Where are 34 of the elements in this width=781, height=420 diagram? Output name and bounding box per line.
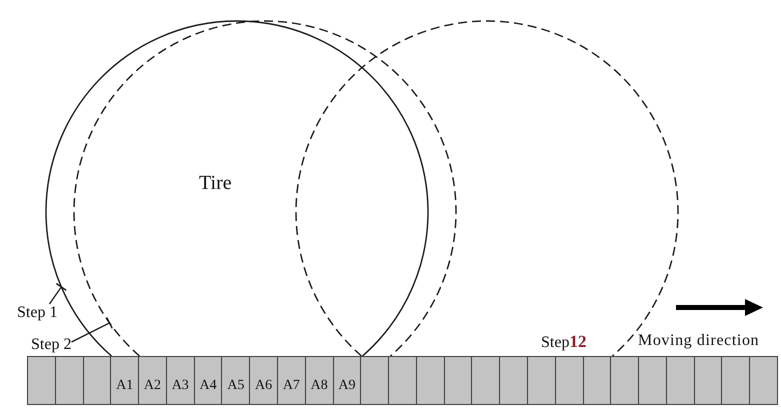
road-segment	[388, 356, 417, 405]
road-segment: A8	[304, 356, 334, 405]
road-segment: A6	[249, 356, 278, 405]
road-segment	[666, 356, 695, 405]
leader-line	[48, 282, 67, 304]
road-segment	[582, 356, 612, 405]
road-segment: A2	[138, 356, 167, 405]
road-segment: A4	[194, 356, 222, 405]
road-segment	[360, 356, 390, 405]
road-segment	[749, 356, 778, 405]
road-segment	[471, 356, 500, 405]
road-segment: A1	[110, 356, 140, 405]
road-segment	[27, 356, 56, 405]
road-segment	[82, 356, 112, 405]
road-segment: A7	[277, 356, 306, 405]
road-segment	[416, 356, 445, 405]
road-segment	[499, 356, 528, 405]
road-segment	[638, 356, 667, 405]
direction-label: Moving direction	[638, 331, 760, 350]
step-label: Step 1	[17, 304, 58, 322]
road-segment: A5	[221, 356, 250, 405]
road-segment: A3	[166, 356, 195, 405]
road-segment	[54, 356, 84, 405]
step-label: Step12	[541, 332, 586, 352]
road-segment	[610, 356, 640, 405]
step-label: Step 2	[31, 336, 72, 354]
road-segment: A9	[332, 356, 362, 405]
leader-line	[71, 316, 113, 343]
road-segment	[444, 356, 472, 405]
road-segment	[527, 356, 556, 405]
tire-label: Tire	[199, 172, 232, 195]
road-segment	[694, 356, 722, 405]
road-segment	[721, 356, 750, 405]
road-segment	[554, 356, 584, 405]
